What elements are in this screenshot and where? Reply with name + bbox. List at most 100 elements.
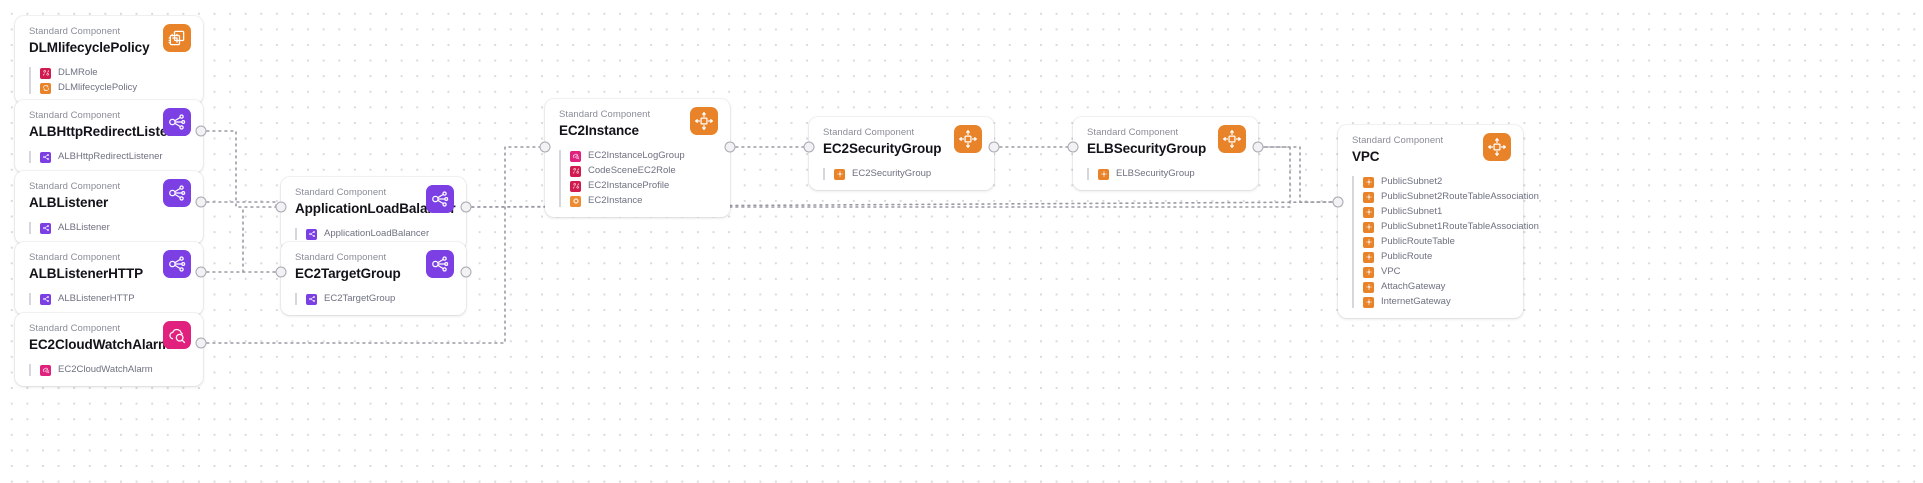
vpc-small-icon	[1363, 281, 1374, 293]
load-balancer-small-icon	[306, 293, 317, 305]
vpc-small-icon	[1363, 176, 1374, 188]
node-kind-label: Standard Component	[29, 26, 121, 37]
child-label: EC2SecurityGroup	[852, 168, 932, 179]
node-kind-label: Standard Component	[1087, 127, 1179, 138]
list-item[interactable]: AttachGateway	[1363, 281, 1511, 293]
child-label: ELBSecurityGroup	[1116, 168, 1195, 179]
child-label: ApplicationLoadBalancer	[324, 228, 430, 239]
node-kind-label: Standard Component	[29, 323, 121, 334]
child-label: PublicRouteTable	[1381, 236, 1455, 247]
child-label: VPC	[1381, 266, 1401, 277]
list-item[interactable]: InternetGateway	[1363, 296, 1511, 308]
load-balancer-small-icon	[40, 151, 51, 163]
child-label: EC2TargetGroup	[324, 293, 396, 304]
vpc-small-icon	[1363, 251, 1374, 263]
list-item[interactable]: EC2CloudWatchAlarm	[40, 364, 191, 376]
node-children: EC2CloudWatchAlarm	[29, 364, 191, 376]
child-label: PublicSubnet1RouteTableAssociation	[1381, 221, 1539, 232]
connector-port-right[interactable]	[1252, 141, 1264, 153]
list-item[interactable]: EC2Instance	[570, 195, 718, 207]
connector-port-left[interactable]	[275, 266, 287, 278]
list-item[interactable]: DLMlifecyclePolicy	[40, 82, 191, 94]
list-item[interactable]: PublicRoute	[1363, 251, 1511, 263]
iam-role-icon	[570, 180, 581, 192]
connector-port-left[interactable]	[1067, 141, 1079, 153]
list-item[interactable]: ALBHttpRedirectListener	[40, 151, 191, 163]
security-group-small-icon	[1098, 168, 1109, 180]
node-kind-label: Standard Component	[295, 187, 387, 198]
list-item[interactable]: PublicSubnet2RouteTableAssociation	[1363, 191, 1539, 203]
connector-port-right[interactable]	[988, 141, 1000, 153]
connector-port-right[interactable]	[460, 266, 472, 278]
security-group-icon	[1218, 125, 1246, 153]
list-item[interactable]: PublicRouteTable	[1363, 236, 1511, 248]
child-label: AttachGateway	[1381, 281, 1446, 292]
list-item[interactable]: ELBSecurityGroup	[1098, 168, 1246, 180]
node-title: EC2SecurityGroup	[823, 141, 942, 156]
list-item[interactable]: PublicSubnet2	[1363, 176, 1511, 188]
connector-port-right[interactable]	[195, 125, 207, 137]
list-item[interactable]: EC2InstanceLogGroup	[570, 150, 718, 162]
connector-port-right[interactable]	[724, 141, 736, 153]
list-item[interactable]: PublicSubnet1RouteTableAssociation	[1363, 221, 1539, 233]
list-item[interactable]: EC2InstanceProfile	[570, 180, 718, 192]
node-children: EC2InstanceLogGroup CodeSceneEC2Role EC2…	[559, 150, 718, 207]
connector-port-right[interactable]	[195, 266, 207, 278]
connector-port-right[interactable]	[195, 196, 207, 208]
child-label: DLMlifecyclePolicy	[58, 82, 138, 93]
connector-port-right[interactable]	[460, 201, 472, 213]
list-item[interactable]: DLMRole	[40, 67, 191, 79]
connector-port-left[interactable]	[1332, 196, 1344, 208]
connector-port-left[interactable]	[275, 201, 287, 213]
instances-icon	[163, 24, 191, 52]
iam-role-icon	[570, 165, 581, 177]
connector-port-left[interactable]	[539, 141, 551, 153]
node-title: EC2TargetGroup	[295, 266, 401, 281]
vpc-small-icon	[1363, 266, 1374, 278]
child-label: PublicSubnet2	[1381, 176, 1443, 187]
node-children: EC2SecurityGroup	[823, 168, 982, 180]
child-label: EC2InstanceLogGroup	[588, 150, 685, 161]
list-item[interactable]: PublicSubnet1	[1363, 206, 1511, 218]
node-children: EC2TargetGroup	[295, 293, 454, 305]
node-kind-label: Standard Component	[1352, 135, 1444, 146]
list-item[interactable]: ALBListener	[40, 222, 191, 234]
child-label: EC2CloudWatchAlarm	[58, 364, 153, 375]
node-title: ApplicationLoadBalancer	[295, 201, 456, 216]
node-kind-label: Standard Component	[29, 110, 121, 121]
list-item[interactable]: EC2SecurityGroup	[834, 168, 982, 180]
load-balancer-icon	[163, 179, 191, 207]
load-balancer-icon	[163, 108, 191, 136]
list-item[interactable]: VPC	[1363, 266, 1511, 278]
node-title: ALBHttpRedirectListener	[29, 124, 188, 139]
list-item[interactable]: CodeSceneEC2Role	[570, 165, 718, 177]
node-title: EC2Instance	[559, 123, 639, 138]
cloudwatch-small-icon	[40, 364, 51, 376]
child-label: PublicSubnet1	[1381, 206, 1443, 217]
security-group-icon	[1483, 133, 1511, 161]
connector-port-left[interactable]	[803, 141, 815, 153]
connector-port-right[interactable]	[195, 337, 207, 349]
list-item[interactable]: ApplicationLoadBalancer	[306, 228, 454, 240]
list-item[interactable]: ALBListenerHTTP	[40, 293, 191, 305]
list-item[interactable]: EC2TargetGroup	[306, 293, 454, 305]
load-balancer-icon	[426, 185, 454, 213]
child-label: ALBListener	[58, 222, 110, 233]
